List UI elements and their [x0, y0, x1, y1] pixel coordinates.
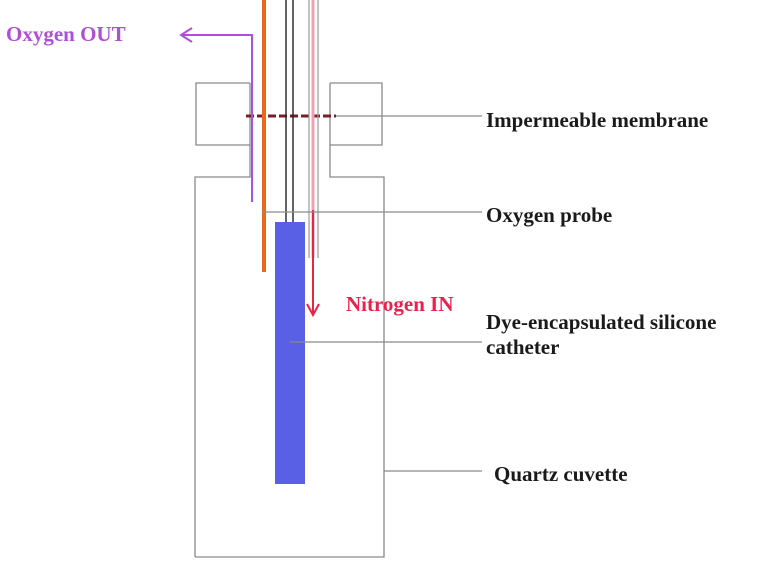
nitrogen-in-arrowhead: [306, 303, 320, 318]
label-catheter-line1: Dye-encapsulated silicone: [486, 310, 716, 334]
oxygen-out-arrowhead: [179, 27, 193, 43]
oxygen-out-arrow: [182, 34, 253, 202]
label-oxygen-out: Oxygen OUT: [6, 22, 126, 46]
label-catheter-line2: catheter: [486, 335, 559, 359]
dye-encapsulated-catheter: [275, 222, 305, 484]
label-nitrogen-in: Nitrogen IN: [346, 292, 454, 316]
label-oxygen-probe: Oxygen probe: [486, 203, 612, 227]
label-quartz-cuvette: Quartz cuvette: [494, 462, 628, 486]
label-impermeable-membrane: Impermeable membrane: [486, 108, 708, 132]
